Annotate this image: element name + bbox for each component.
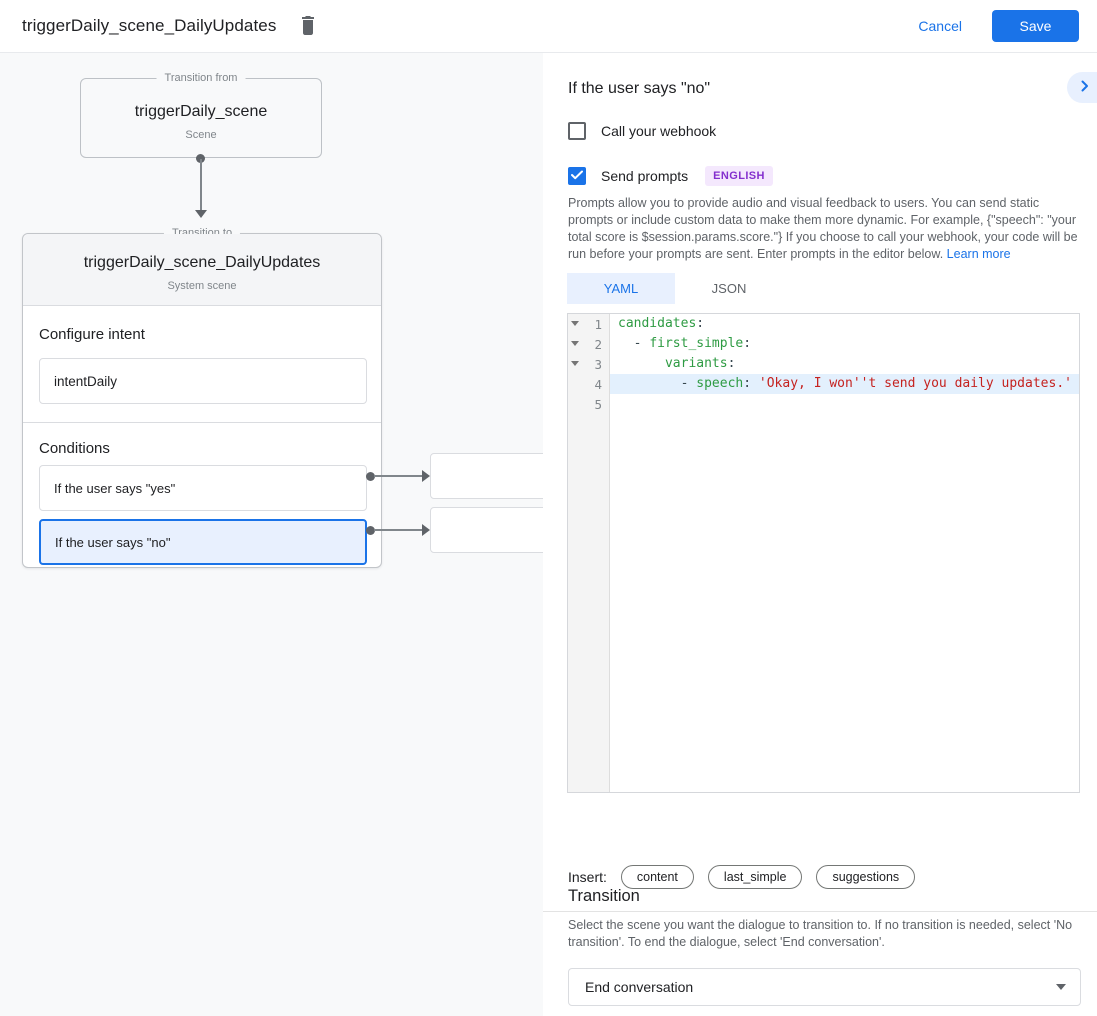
line-number: 5	[594, 396, 602, 412]
transition-from-node[interactable]: Transition from triggerDaily_scene Scene	[80, 72, 322, 158]
to-scene-header: triggerDaily_scene_DailyUpdates System s…	[23, 234, 381, 306]
condition-editor-panel: If the user says "no" Call your webhook …	[543, 53, 1097, 1016]
insert-chip-row: Insert: content last_simple suggestions	[568, 865, 916, 889]
insert-suggestions-chip[interactable]: suggestions	[816, 865, 916, 889]
transition-section-title: Transition	[568, 887, 640, 905]
section-divider	[543, 911, 1097, 912]
to-scene-type: System scene	[167, 280, 237, 292]
header-bar: triggerDaily_scene_DailyUpdates Cancel S…	[0, 0, 1097, 53]
chevron-right-icon	[1079, 80, 1091, 95]
send-prompts-checkbox[interactable]	[568, 167, 586, 185]
connector-arrowhead-icon	[422, 470, 430, 482]
transition-description: Select the scene you want the dialogue t…	[568, 918, 1073, 949]
fold-toggle-icon[interactable]	[571, 361, 579, 366]
page-title: triggerDaily_scene_DailyUpdates	[22, 16, 277, 35]
from-scene-name: triggerDaily_scene	[134, 103, 268, 120]
fold-toggle-icon[interactable]	[571, 321, 579, 326]
learn-more-link[interactable]: Learn more	[946, 247, 1011, 261]
transition-from-legend: Transition from	[156, 72, 246, 84]
caret-down-icon	[1056, 984, 1066, 990]
call-webhook-label[interactable]: Call your webhook	[601, 123, 717, 139]
tab-json[interactable]: JSON	[711, 281, 747, 296]
code-line[interactable]: variants:	[664, 356, 736, 371]
connector-line	[374, 475, 422, 477]
transition-to-node: Transition to triggerDaily_scene_DailyUp…	[22, 227, 382, 568]
configure-intent-section: Configure intent intentDaily	[23, 306, 381, 423]
transition-selected-value: End conversation	[585, 979, 694, 995]
configure-intent-label: Configure intent	[39, 326, 145, 343]
insert-label: Insert:	[568, 869, 607, 885]
to-scene-name: triggerDaily_scene_DailyUpdates	[83, 254, 321, 271]
editor-format-tabs: YAML JSON	[567, 273, 783, 304]
code-line[interactable]	[610, 394, 1079, 414]
conditions-section: Conditions If the user says "yes" If the…	[23, 423, 381, 582]
from-scene-type: Scene	[185, 129, 217, 141]
save-button[interactable]: Save	[992, 10, 1079, 42]
panel-title: If the user says "no"	[568, 80, 711, 97]
connector-line	[200, 159, 202, 210]
code-line[interactable]: - first_simple:	[618, 336, 752, 351]
line-number: 2	[568, 334, 609, 354]
line-number: 1	[568, 314, 609, 334]
checkmark-icon	[571, 167, 583, 185]
insert-content-chip[interactable]: content	[620, 865, 694, 889]
scene-diagram-canvas: Transition from triggerDaily_scene Scene…	[0, 53, 543, 1016]
condition-target-node[interactable]	[430, 507, 543, 553]
intent-field[interactable]: intentDaily	[39, 358, 367, 404]
cancel-button[interactable]: Cancel	[918, 18, 962, 34]
connector-arrowhead-icon	[422, 524, 430, 536]
connector-arrowhead-icon	[195, 210, 207, 218]
collapse-panel-button[interactable]	[1067, 72, 1097, 103]
tab-yaml[interactable]: YAML	[567, 273, 675, 304]
send-prompts-label[interactable]: Send prompts	[601, 168, 689, 184]
condition-item-no[interactable]: If the user says "no"	[39, 519, 367, 565]
connector-dot	[366, 472, 375, 481]
language-badge: ENGLISH	[705, 166, 773, 186]
fold-toggle-icon[interactable]	[571, 341, 579, 346]
connector-line	[374, 529, 422, 531]
call-webhook-checkbox[interactable]	[568, 122, 586, 140]
editor-code[interactable]: candidates: - first_simple: variants: - …	[610, 314, 1079, 792]
delete-scene-button[interactable]	[298, 14, 318, 39]
trash-icon	[298, 14, 318, 39]
transition-select[interactable]: End conversation	[568, 968, 1081, 1006]
conditions-label: Conditions	[39, 440, 110, 457]
line-number: 4	[594, 376, 602, 392]
insert-last-simple-chip[interactable]: last_simple	[707, 865, 803, 889]
condition-target-node[interactable]	[430, 453, 543, 499]
connector-dot	[366, 526, 375, 535]
code-line[interactable]: candidates:	[618, 316, 705, 331]
condition-item-yes[interactable]: If the user says "yes"	[39, 465, 367, 511]
code-line[interactable]: - speech: 'Okay, I won''t send you daily…	[610, 374, 1079, 394]
line-number: 3	[568, 354, 609, 374]
connector-dot	[196, 154, 205, 163]
prompts-description: Prompts allow you to provide audio and v…	[568, 196, 1078, 261]
